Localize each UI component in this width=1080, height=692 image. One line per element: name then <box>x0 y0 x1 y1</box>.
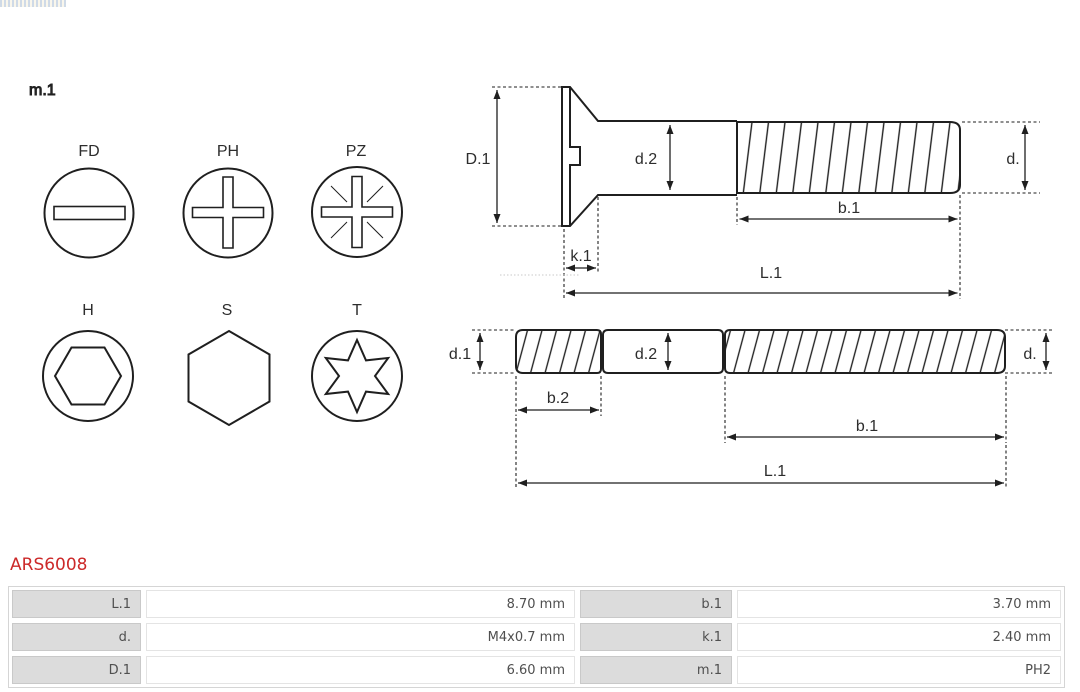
head-type-code: PZ <box>346 143 367 160</box>
dim-label-k1: k.1 <box>570 248 591 265</box>
pozidriv-head-icon: PZ <box>311 143 403 258</box>
spec-value: 3.70 mm <box>737 590 1061 618</box>
stud-diagram: d.1 d.2 d. b.2 b.1 L.1 <box>449 329 1052 489</box>
hex-head-icon: S <box>187 302 271 427</box>
dim-label-L1: L.1 <box>760 265 782 282</box>
head-type-icons: m.1 FD PH PZ <box>29 82 403 427</box>
dim-label-b1: b.1 <box>856 418 878 435</box>
dim-label-d1: d.1 <box>449 346 471 363</box>
dim-label-D1: D.1 <box>466 151 491 168</box>
countersunk-screw-diagram: D.1 d.2 d. b.1 k.1 L.1 <box>466 86 1040 299</box>
head-type-code: S <box>222 302 233 319</box>
screw-head-slot <box>569 87 581 226</box>
table-row: D.1 6.60 mm m.1 PH2 <box>12 656 1061 684</box>
dim-label-L1: L.1 <box>764 463 786 480</box>
dim-label-d: d. <box>1023 346 1036 363</box>
hex-socket-head-icon: H <box>42 302 134 422</box>
head-type-code: T <box>352 302 362 319</box>
part-number: ARS6008 <box>10 555 88 575</box>
spec-table: L.1 8.70 mm b.1 3.70 mm d. M4x0.7 mm k.1… <box>8 586 1065 688</box>
torx-head-icon: T <box>311 302 403 422</box>
spec-label: b.1 <box>580 590 732 618</box>
spec-value: M4x0.7 mm <box>146 623 575 651</box>
stud-right-thread-section <box>724 329 1006 374</box>
drive-size-label: m.1 <box>29 82 56 99</box>
dim-label-d2: d.2 <box>635 151 657 168</box>
watermark-strip <box>0 0 66 7</box>
stud-plain-section <box>602 329 724 374</box>
head-type-code: H <box>82 302 94 319</box>
spec-label: k.1 <box>580 623 732 651</box>
screw-thread-section <box>736 121 961 194</box>
table-row: d. M4x0.7 mm k.1 2.40 mm <box>12 623 1061 651</box>
spec-value: 8.70 mm <box>146 590 575 618</box>
spec-value: PH2 <box>737 656 1061 684</box>
spec-label: L.1 <box>12 590 141 618</box>
dim-label-b1: b.1 <box>838 200 860 217</box>
screw-head-outline <box>561 86 737 227</box>
spec-value: 6.60 mm <box>146 656 575 684</box>
slotted-head-icon: FD <box>43 143 135 259</box>
dim-label-d2: d.2 <box>635 346 657 363</box>
head-type-code: PH <box>217 143 239 160</box>
spec-label: d. <box>12 623 141 651</box>
table-row: L.1 8.70 mm b.1 3.70 mm <box>12 590 1061 618</box>
head-type-code: FD <box>78 143 99 160</box>
dim-label-b2: b.2 <box>547 390 569 407</box>
spec-label: m.1 <box>580 656 732 684</box>
spec-value: 2.40 mm <box>737 623 1061 651</box>
phillips-head-icon: PH <box>182 143 274 259</box>
stud-left-thread-section <box>515 329 602 374</box>
screw-technical-drawings: D.1 d.2 d. b.1 k.1 L.1 <box>449 86 1052 489</box>
dim-label-d: d. <box>1006 151 1019 168</box>
spec-label: D.1 <box>12 656 141 684</box>
